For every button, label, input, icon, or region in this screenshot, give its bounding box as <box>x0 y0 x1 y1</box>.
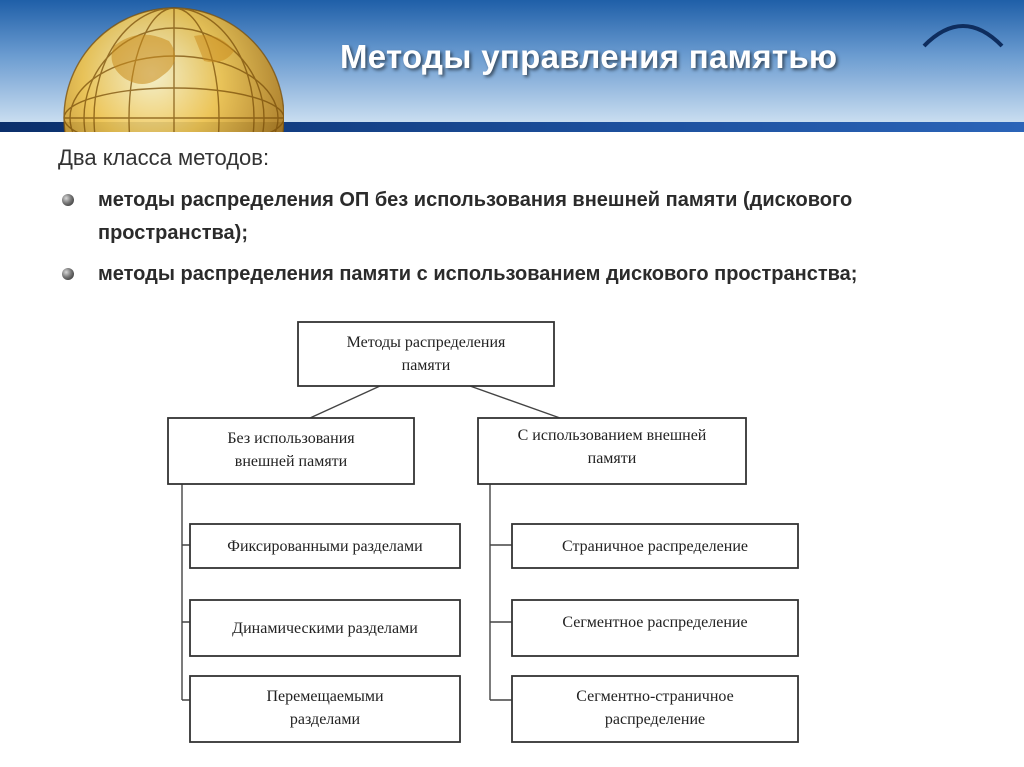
node-right-item-text: Сегментное распределение <box>562 614 747 631</box>
node-right-branch: С использованием внешней памяти <box>477 417 747 485</box>
node-left-branch: Без использования внешней памяти <box>167 417 415 485</box>
connector-left-tree <box>181 484 190 701</box>
connector-root-left <box>309 385 381 419</box>
node-root: Методы распределения памяти <box>297 321 555 387</box>
node-left-item: Перемещаемыми разделами <box>189 675 461 743</box>
node-right-item-text: распределение <box>605 711 705 728</box>
node-right-item-text: Сегментно-страничное <box>576 688 733 705</box>
node-left-branch-line-1: Без использования <box>227 430 355 447</box>
node-left-item: Динамическими разделами <box>189 599 461 657</box>
intro-text: Два класса методов: <box>58 145 270 170</box>
node-left-branch-line-2: внешней памяти <box>235 453 348 470</box>
node-left-item-text: Перемещаемыми <box>266 688 384 705</box>
globe-icon <box>63 7 284 132</box>
bullet-list: методы распределения ОП без использовани… <box>56 184 956 299</box>
node-left-item-text: разделами <box>290 711 361 728</box>
node-right-item: Сегментное распределение <box>511 599 799 657</box>
node-right-branch-line-1: С использованием внешней <box>518 427 707 444</box>
node-left-item-text: Динамическими разделами <box>232 620 418 637</box>
node-root-line-2: памяти <box>402 357 451 374</box>
header-accent-bar <box>0 122 1024 132</box>
node-right-item: Сегментно-страничное распределение <box>511 675 799 743</box>
arc-decoration-icon <box>922 24 1004 48</box>
bullet-text: методы распределения памяти с использова… <box>98 263 858 285</box>
bullet-item: методы распределения ОП без использовани… <box>56 184 956 250</box>
node-right-item: Страничное распределение <box>511 523 799 569</box>
connector-root-right <box>469 385 561 419</box>
node-right-item-text: Страничное распределение <box>562 538 748 555</box>
bullet-icon <box>62 194 74 206</box>
node-left-item-text: Фиксированными разделами <box>227 538 423 555</box>
bullet-text: методы распределения ОП без использовани… <box>98 189 853 244</box>
node-root-line-1: Методы распределения <box>347 334 506 351</box>
bullet-item: методы распределения памяти с использова… <box>56 258 956 291</box>
bullet-icon <box>62 268 74 280</box>
node-left-item: Фиксированными разделами <box>189 523 461 569</box>
connector-right-tree <box>489 484 512 701</box>
slide-title: Методы управления памятью <box>340 38 838 75</box>
node-right-branch-line-2: памяти <box>588 450 637 467</box>
